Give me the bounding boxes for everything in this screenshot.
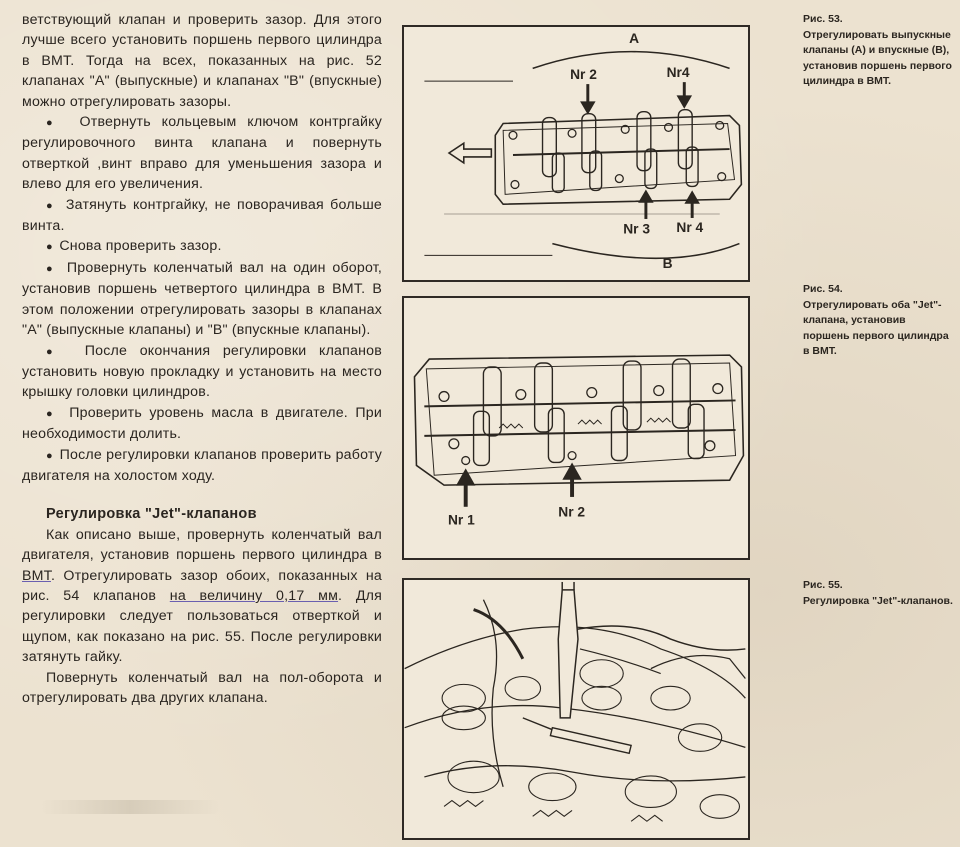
caption-figure-55: Рис. 55. Регулировка "Jet"-клапанов. xyxy=(803,578,953,609)
caption-55-label: Рис. 55. xyxy=(803,579,843,591)
bullet-install-gasket: После окончания регулировки клапанов уст… xyxy=(22,341,382,403)
bullet-tighten-locknut: Затянуть контргайку, не поворачивая боль… xyxy=(22,195,382,237)
caption-figure-53: Рис. 53. Отрегулировать выпускные клапан… xyxy=(803,12,953,90)
section-heading-jet-valves: Регулировка "Jet"-клапанов xyxy=(46,506,257,523)
fig53-label-nr2-top: Nr 2 xyxy=(570,67,597,82)
caption-54-text: Отрегулировать оба "Jet"-клапана, устано… xyxy=(803,298,949,358)
fig54-label-nr2: Nr 2 xyxy=(558,505,585,520)
bullet-check-gap: Снова проверить зазор. xyxy=(22,236,382,257)
caption-54-label: Рис. 54. xyxy=(803,283,843,295)
main-text-column: ветствующий клапан и проверить зазор. Дл… xyxy=(22,10,382,708)
caption-55-text: Регулировка "Jet"-клапанов. xyxy=(803,594,953,607)
bullet-check-oil: Проверить уровень масла в двигателе. При… xyxy=(22,403,382,445)
fig53-label-b: B xyxy=(663,256,673,271)
paragraph-jet-adjust: Как описано выше, провернуть коленчатый … xyxy=(22,525,382,668)
bullet-check-idle: После регулировки клапанов проверить раб… xyxy=(22,445,382,487)
bullet-loosen-locknut: Отвернуть кольцевым ключом контргайку ре… xyxy=(22,112,382,195)
jet-text-2: . Отрегулировать зазор обоих, показанных… xyxy=(22,567,382,604)
jet-text-gap-value: на величину 0,17 мм xyxy=(169,587,339,604)
fig54-label-nr1: Nr 1 xyxy=(448,513,475,528)
paragraph-half-turn: Повернуть коленчатый вал на пол-оборота … xyxy=(22,669,382,706)
page-smudge xyxy=(40,800,220,814)
paragraph-intro: ветствующий клапан и проверить зазор. Дл… xyxy=(22,12,382,110)
figure-54-frame: Nr 1 Nr 2 xyxy=(402,296,750,560)
jet-text-bmt: ВМТ xyxy=(22,567,51,584)
bullet-turn-crankshaft: Провернуть коленчатый вал на один оборот… xyxy=(22,258,382,341)
caption-figure-54: Рис. 54. Отрегулировать оба "Jet"-клапан… xyxy=(803,282,953,360)
figure-55-drawing xyxy=(404,581,746,822)
caption-53-label: Рис. 53. xyxy=(803,13,843,25)
figure-53-drawing: A Nr 2 Nr4 Nr 3 Nr 4 B xyxy=(424,31,743,271)
fig53-label-a: A xyxy=(629,31,639,46)
figure-54-drawing: Nr 1 Nr 2 xyxy=(413,354,745,528)
jet-text-3: . Для регулировки следует пользоваться о… xyxy=(22,587,383,666)
fig53-label-nr3-bottom: Nr 3 xyxy=(623,222,650,237)
fig53-label-nr4-bottom: Nr 4 xyxy=(676,220,703,235)
figure-53-frame: A Nr 2 Nr4 Nr 3 Nr 4 B xyxy=(402,25,750,282)
fig53-label-nr4-top: Nr4 xyxy=(667,65,690,80)
caption-53-text: Отрегулировать выпускные клапаны (А) и в… xyxy=(803,28,952,88)
figure-55-frame xyxy=(402,578,750,840)
jet-text-1: Как описано выше, провернуть коленчатый … xyxy=(22,526,382,564)
